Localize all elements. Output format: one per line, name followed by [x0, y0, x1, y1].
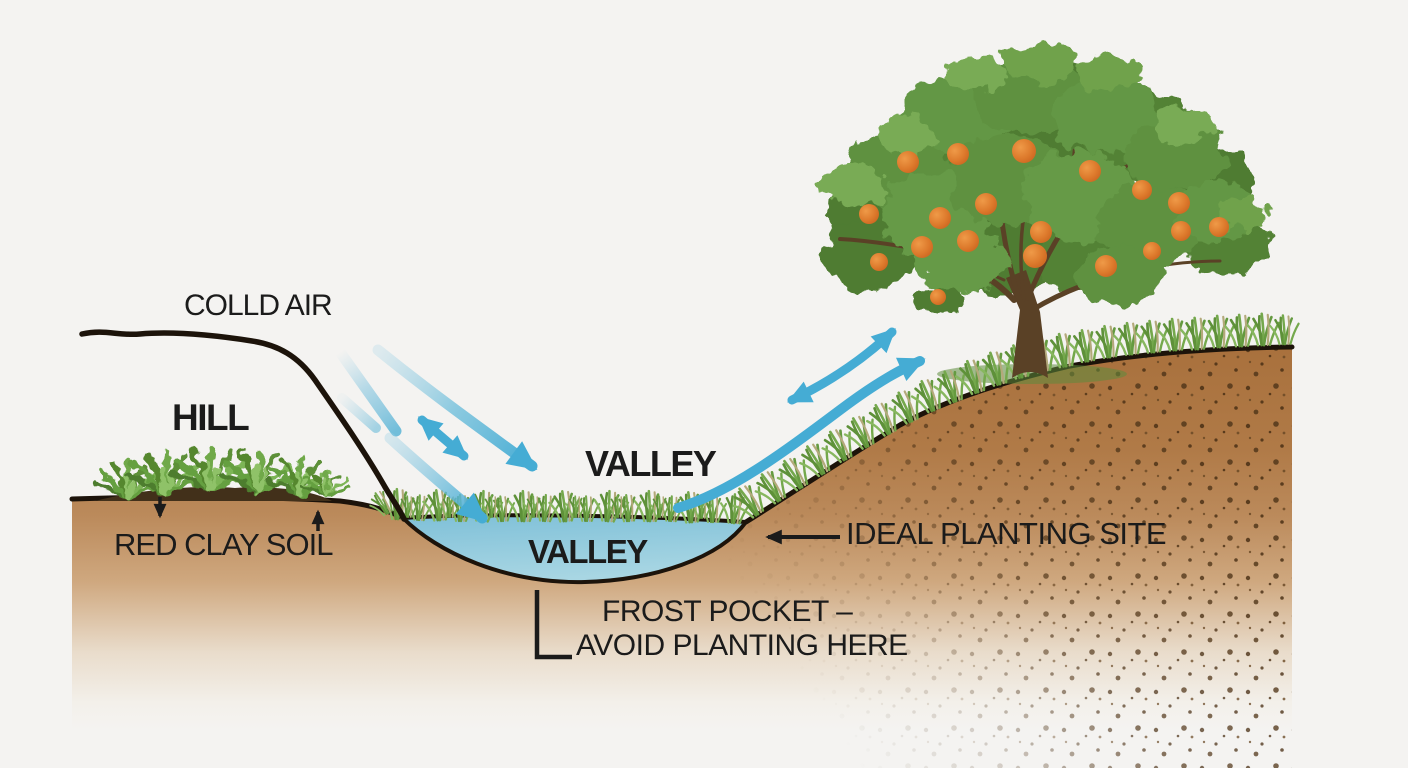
cold-air-downslope-arrows	[334, 344, 538, 524]
hill-profile-line	[79, 329, 407, 522]
upslope-long-arrow	[673, 356, 926, 513]
cold-air-double-arrow	[417, 415, 469, 461]
annotation-marks	[153, 497, 840, 660]
frost-pocket-label-line2: AVOID PLANTING HERE	[576, 629, 908, 662]
cold-air-long-arrow	[372, 344, 538, 472]
red-clay-soil-label: RED CLAY SOIL	[114, 527, 333, 562]
upslope-air-arrows	[673, 327, 926, 513]
ideal-planting-site-label: IDEAL PLANTING SITE	[846, 516, 1167, 551]
cold-air-streak-1	[334, 346, 402, 437]
peach-tree	[822, 42, 1270, 378]
cold-air-label: COLLD AIR	[184, 289, 333, 322]
valley-air-label: VALLEY	[585, 443, 717, 484]
tree-canopy-front	[823, 42, 1270, 305]
upslope-double-arrow	[787, 327, 897, 405]
cold-air-into-pond-arrow	[384, 432, 488, 524]
tree-fruits	[859, 139, 1229, 305]
valley-pool-label: VALLEY	[528, 533, 648, 570]
cold-air-streak-2	[337, 393, 381, 433]
hill-label: HILL	[172, 397, 250, 438]
frost-pocket-bracket	[534, 590, 572, 660]
frost-pocket-label-line1: FROST POCKET –	[602, 595, 853, 628]
